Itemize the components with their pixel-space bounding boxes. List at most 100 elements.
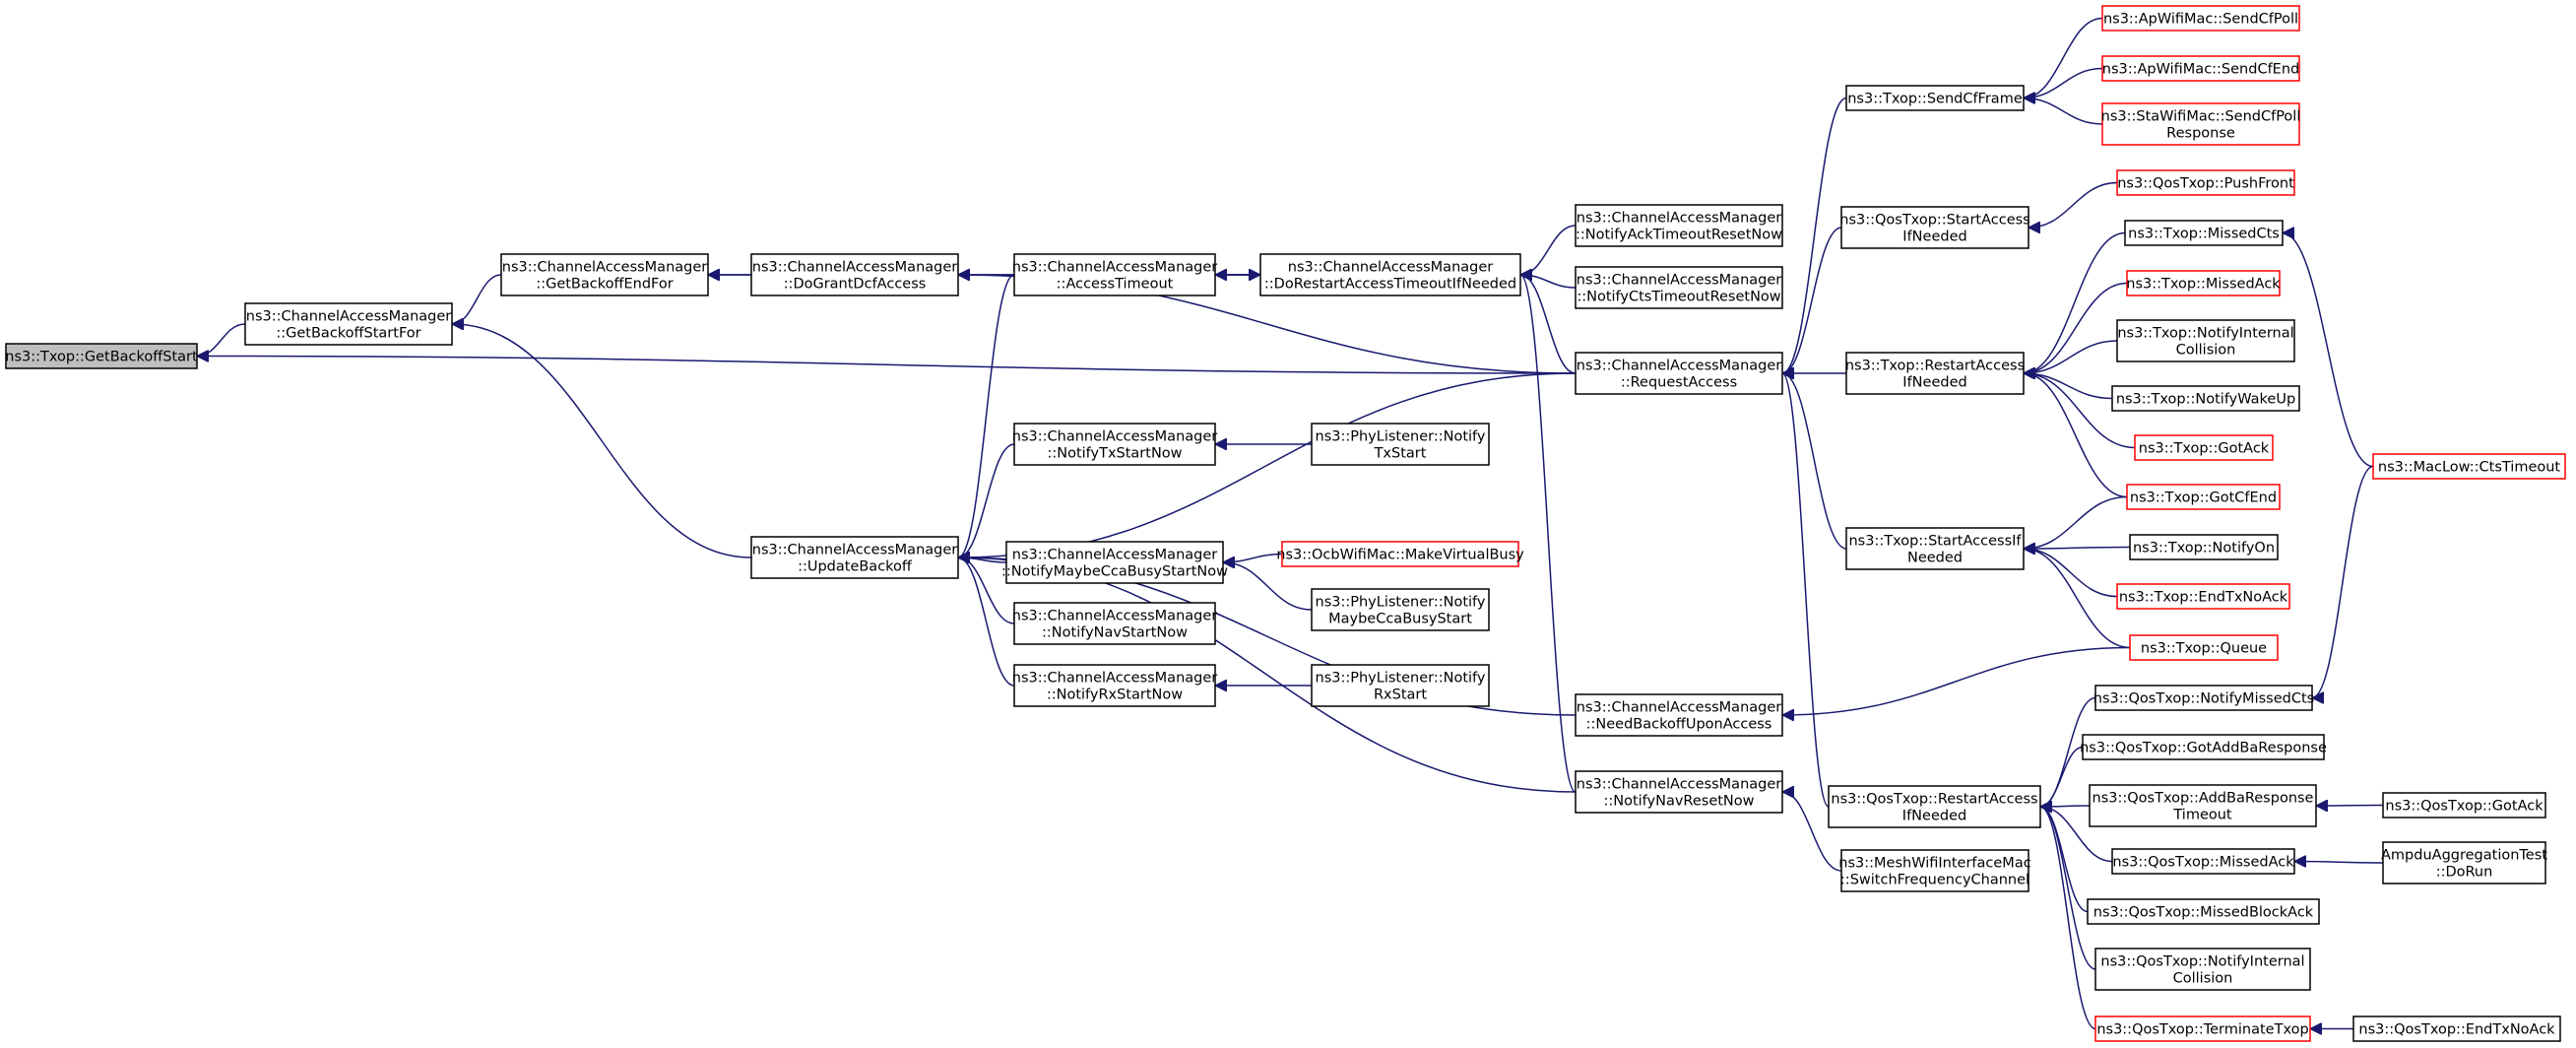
- node-root[interactable]: ns3::Txop::GetBackoffStart: [5, 343, 198, 369]
- node-cam_drat[interactable]: ns3::ChannelAccessManager::DoRestartAcce…: [1259, 253, 1521, 296]
- node-cam_ra[interactable]: ns3::ChannelAccessManager::RequestAccess: [1575, 352, 1783, 395]
- node-box[interactable]: [2352, 1015, 2561, 1042]
- node-box[interactable]: [2116, 583, 2290, 610]
- node-box[interactable]: [2372, 453, 2566, 480]
- node-box[interactable]: [1828, 785, 2041, 828]
- node-box[interactable]: [1005, 541, 1224, 584]
- node-box[interactable]: [244, 302, 453, 346]
- node-qos_gabr[interactable]: ns3::QosTxop::GotAddBaResponse: [2080, 734, 2327, 760]
- node-box[interactable]: [1311, 423, 1490, 466]
- node-box[interactable]: [2116, 169, 2295, 196]
- node-box[interactable]: [1845, 527, 2025, 570]
- node-cam_at[interactable]: ns3::ChannelAccessManager::AccessTimeout: [1012, 253, 1218, 296]
- node-box[interactable]: [1845, 85, 2025, 111]
- node-cam_dgda[interactable]: ns3::ChannelAccessManager::DoGrantDcfAcc…: [750, 253, 959, 296]
- node-box[interactable]: [500, 253, 709, 296]
- node-box[interactable]: [2111, 385, 2300, 412]
- node-box[interactable]: [2094, 1015, 2311, 1042]
- node-box[interactable]: [2094, 948, 2311, 991]
- node-box[interactable]: [2087, 898, 2320, 925]
- node-cam_nnrn[interactable]: ns3::ChannelAccessManager::NotifyNavRese…: [1575, 770, 1783, 814]
- node-box[interactable]: [1845, 352, 2025, 395]
- node-txop_nwu[interactable]: ns3::Txop::NotifyWakeUp: [2111, 385, 2300, 412]
- node-box[interactable]: [1575, 770, 1783, 814]
- node-ap_scp[interactable]: ns3::ApWifiMac::SendCfPoll: [2101, 5, 2300, 32]
- node-cam_gbsf[interactable]: ns3::ChannelAccessManager::GetBackoffSta…: [244, 302, 453, 346]
- node-box[interactable]: [1259, 253, 1521, 296]
- node-pl_rx[interactable]: ns3::PhyListener::NotifyRxStart: [1311, 664, 1490, 707]
- node-ocb_mvb[interactable]: ns3::OcbWifiMac::MakeVirtualBusy: [1276, 541, 1524, 567]
- node-box[interactable]: [2082, 734, 2325, 760]
- node-box[interactable]: [2382, 841, 2546, 884]
- node-box[interactable]: [2101, 55, 2300, 82]
- node-mesh_sfc[interactable]: ns3::MeshWifiInterfaceMac::SwitchFrequen…: [1838, 849, 2031, 892]
- node-box[interactable]: [2124, 220, 2284, 246]
- node-box[interactable]: [5, 343, 198, 369]
- node-box[interactable]: [1281, 541, 1519, 567]
- node-txop_q[interactable]: ns3::Txop::Queue: [2129, 634, 2279, 661]
- node-box[interactable]: [1575, 352, 1783, 395]
- node-box[interactable]: [1013, 423, 1216, 466]
- node-cam_gbef[interactable]: ns3::ChannelAccessManager::GetBackoffEnd…: [500, 253, 709, 296]
- node-cam_nmcb[interactable]: ns3::ChannelAccessManager::NotifyMaybeCc…: [1001, 541, 1228, 584]
- node-txop_mcts[interactable]: ns3::Txop::MissedCts: [2124, 220, 2284, 246]
- node-qos_mack[interactable]: ns3::QosTxop::MissedAck: [2111, 848, 2295, 875]
- node-qos_pf[interactable]: ns3::QosTxop::PushFront: [2116, 169, 2295, 196]
- node-cam_nctr[interactable]: ns3::ChannelAccessManager::NotifyCtsTime…: [1575, 266, 1783, 309]
- node-cam_natr[interactable]: ns3::ChannelAccessManager::NotifyAckTime…: [1575, 204, 1783, 247]
- node-box[interactable]: [2382, 792, 2546, 819]
- node-box[interactable]: [2126, 484, 2281, 510]
- node-box[interactable]: [1311, 588, 1490, 631]
- node-txop_mack[interactable]: ns3::Txop::MissedAck: [2126, 270, 2281, 296]
- node-cam_ntx[interactable]: ns3::ChannelAccessManager::NotifyTxStart…: [1012, 423, 1218, 466]
- node-cam_nrx[interactable]: ns3::ChannelAccessManager::NotifyRxStart…: [1012, 664, 1218, 707]
- node-ampdu[interactable]: AmpduAggregationTest::DoRun: [2381, 841, 2547, 884]
- node-box[interactable]: [2101, 5, 2300, 32]
- node-cam_nbua[interactable]: ns3::ChannelAccessManager::NeedBackoffUp…: [1575, 693, 1783, 737]
- node-txop_non[interactable]: ns3::Txop::NotifyOn: [2129, 534, 2279, 560]
- node-box[interactable]: [2089, 784, 2317, 827]
- node-maclow_cts[interactable]: ns3::MacLow::CtsTimeout: [2372, 453, 2566, 480]
- node-box[interactable]: [1311, 664, 1490, 707]
- node-box[interactable]: [1013, 602, 1216, 645]
- node-box[interactable]: [2094, 685, 2313, 711]
- node-qos_mba[interactable]: ns3::QosTxop::MissedBlockAck: [2087, 898, 2320, 925]
- node-box[interactable]: [1575, 693, 1783, 737]
- node-box[interactable]: [1840, 849, 2029, 892]
- node-box[interactable]: [2126, 270, 2281, 296]
- node-box[interactable]: [1575, 266, 1783, 309]
- node-box[interactable]: [2129, 634, 2279, 661]
- node-box[interactable]: [2129, 534, 2279, 560]
- node-box[interactable]: [2101, 102, 2300, 146]
- node-txop_scf[interactable]: ns3::Txop::SendCfFrame: [1845, 85, 2025, 111]
- node-cam_nnav[interactable]: ns3::ChannelAccessManager::NotifyNavStar…: [1012, 602, 1218, 645]
- node-txop_gack[interactable]: ns3::Txop::GotAck: [2134, 434, 2274, 461]
- node-box[interactable]: [2111, 848, 2295, 875]
- node-box[interactable]: [1013, 253, 1216, 296]
- node-qos_gack[interactable]: ns3::QosTxop::GotAck: [2382, 792, 2546, 819]
- node-qos_tt[interactable]: ns3::QosTxop::TerminateTxop: [2094, 1015, 2311, 1042]
- node-box[interactable]: [2134, 434, 2274, 461]
- node-box[interactable]: [750, 536, 959, 579]
- node-box[interactable]: [2116, 319, 2295, 362]
- node-pl_tx[interactable]: ns3::PhyListener::NotifyTxStart: [1311, 423, 1490, 466]
- node-txop_etna[interactable]: ns3::Txop::EndTxNoAck: [2116, 583, 2290, 610]
- node-txop_gcfe[interactable]: ns3::Txop::GotCfEnd: [2126, 484, 2281, 510]
- node-box[interactable]: [1575, 204, 1783, 247]
- node-box[interactable]: [1840, 206, 2029, 249]
- node-cam_ub[interactable]: ns3::ChannelAccessManager::UpdateBackoff: [750, 536, 959, 579]
- node-qos_etna[interactable]: ns3::QosTxop::EndTxNoAck: [2352, 1015, 2561, 1042]
- node-box[interactable]: [1013, 664, 1216, 707]
- node-ap_sce[interactable]: ns3::ApWifiMac::SendCfEnd: [2101, 55, 2300, 82]
- node-pl_mcb[interactable]: ns3::PhyListener::NotifyMaybeCcaBusyStar…: [1311, 588, 1490, 631]
- node-box[interactable]: [750, 253, 959, 296]
- node-qos_nmc[interactable]: ns3::QosTxop::NotifyMissedCts: [2093, 685, 2314, 711]
